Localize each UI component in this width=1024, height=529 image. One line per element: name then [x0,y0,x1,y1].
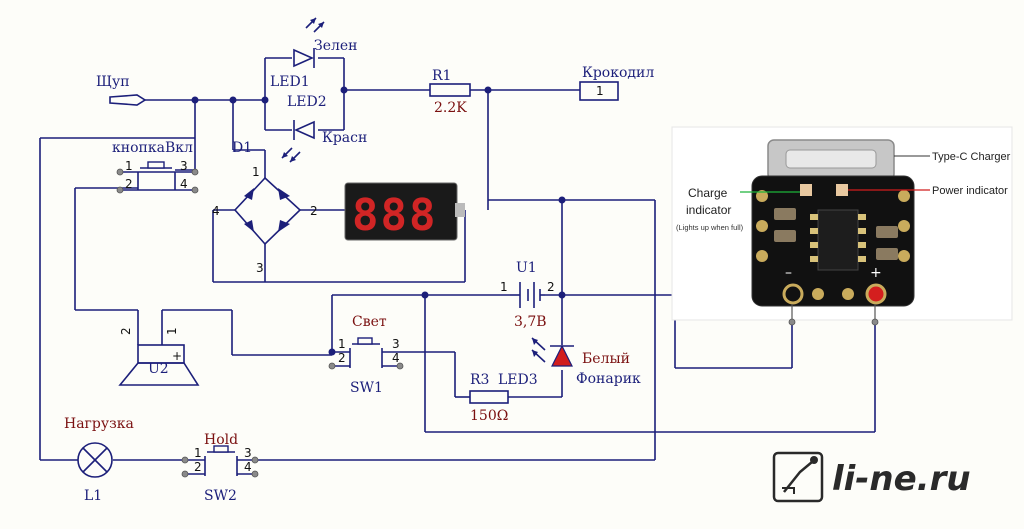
u2-label: U2 [148,361,169,377]
u1-label: U1 [516,260,537,276]
sw1-pin3: 3 [392,337,400,351]
led1-label: LED1 [270,74,310,90]
brand-logo [772,451,824,503]
flashlight-label-2: Фонарик [576,371,641,387]
display-digits: 888 [352,190,437,241]
led3-symbol [531,337,574,367]
charger-module-photo: – + [671,126,1013,326]
brand-site: li-ne.ru [832,459,971,499]
flashlight-label-1: Белый [582,351,630,367]
clip-label: Крокодил [582,65,654,81]
sw0-pin3: 3 [180,159,188,173]
u1-value: 3,7В [514,314,547,330]
wires [39,57,876,461]
r1-resistor [429,83,471,97]
load-label: Нагрузка [64,416,134,432]
sw0-pin2: 2 [125,177,133,191]
light-label: Свет [352,314,387,330]
led2-symbol [281,120,315,163]
led1-symbol [293,17,325,68]
r3-value: 150Ω [470,408,508,424]
d1-pin2: 2 [310,204,318,218]
svg-text:–: – [785,265,792,281]
clip-pin: 1 [596,84,604,98]
charge-label-2: indicator [686,203,731,217]
d1-pin4: 4 [212,204,220,218]
sw0-pin4: 4 [180,177,188,191]
junctions [191,86,566,356]
sw1-label: SW1 [350,380,383,396]
r1-value: 2.2K [434,100,467,116]
power-indicator-label: Power indicator [932,185,1008,197]
u2-pin1: 1 [165,327,179,335]
d1-pin3: 3 [256,261,264,275]
typec-label: Type-C Charger [932,151,1011,163]
sw1-pin4: 4 [392,351,400,365]
probe-symbol [109,94,147,106]
sw2-pin3: 3 [244,446,252,460]
l1-label: L1 [84,488,102,504]
l1-lamp [77,442,113,478]
sw1-switch [328,337,404,370]
sw2-switch [181,445,259,478]
led2-color-label: Красн [322,130,367,146]
sw1-pin2: 2 [338,351,346,365]
led3-label: LED3 [498,372,538,388]
u1-pin1: 1 [500,280,508,294]
u2-plus: + [172,349,182,363]
sw2-pin4: 4 [244,460,252,474]
u1-pin2: 2 [547,280,555,294]
hold-label: Hold [204,432,238,448]
u1-battery [510,282,545,308]
d1-label: D1 [232,140,252,156]
u2-pin2: 2 [119,327,133,335]
button-on-switch [116,161,199,194]
sw0-pin1: 1 [125,159,133,173]
u2-buzzer [118,344,200,386]
charge-note: (Lights up when full) [676,223,744,232]
r3-label: R3 [470,372,489,388]
charge-label-1: Charge [688,186,728,200]
clip-connector [579,81,619,101]
button-on-label: кнопкаВкл [112,140,193,156]
module-plus: + [870,265,882,281]
d1-bridge [233,176,302,246]
led2-label: LED2 [287,94,327,110]
sw2-pin1: 1 [194,446,202,460]
sw2-label: SW2 [204,488,237,504]
sw1-pin1: 1 [338,337,346,351]
led1-color-label: Зелен [314,38,358,54]
sw2-pin2: 2 [194,460,202,474]
d1-pin1: 1 [252,165,260,179]
probe-label: Щуп [96,74,130,90]
r1-label: R1 [432,68,451,84]
voltmeter-display: 888 [344,182,465,241]
r3-resistor [469,390,509,404]
